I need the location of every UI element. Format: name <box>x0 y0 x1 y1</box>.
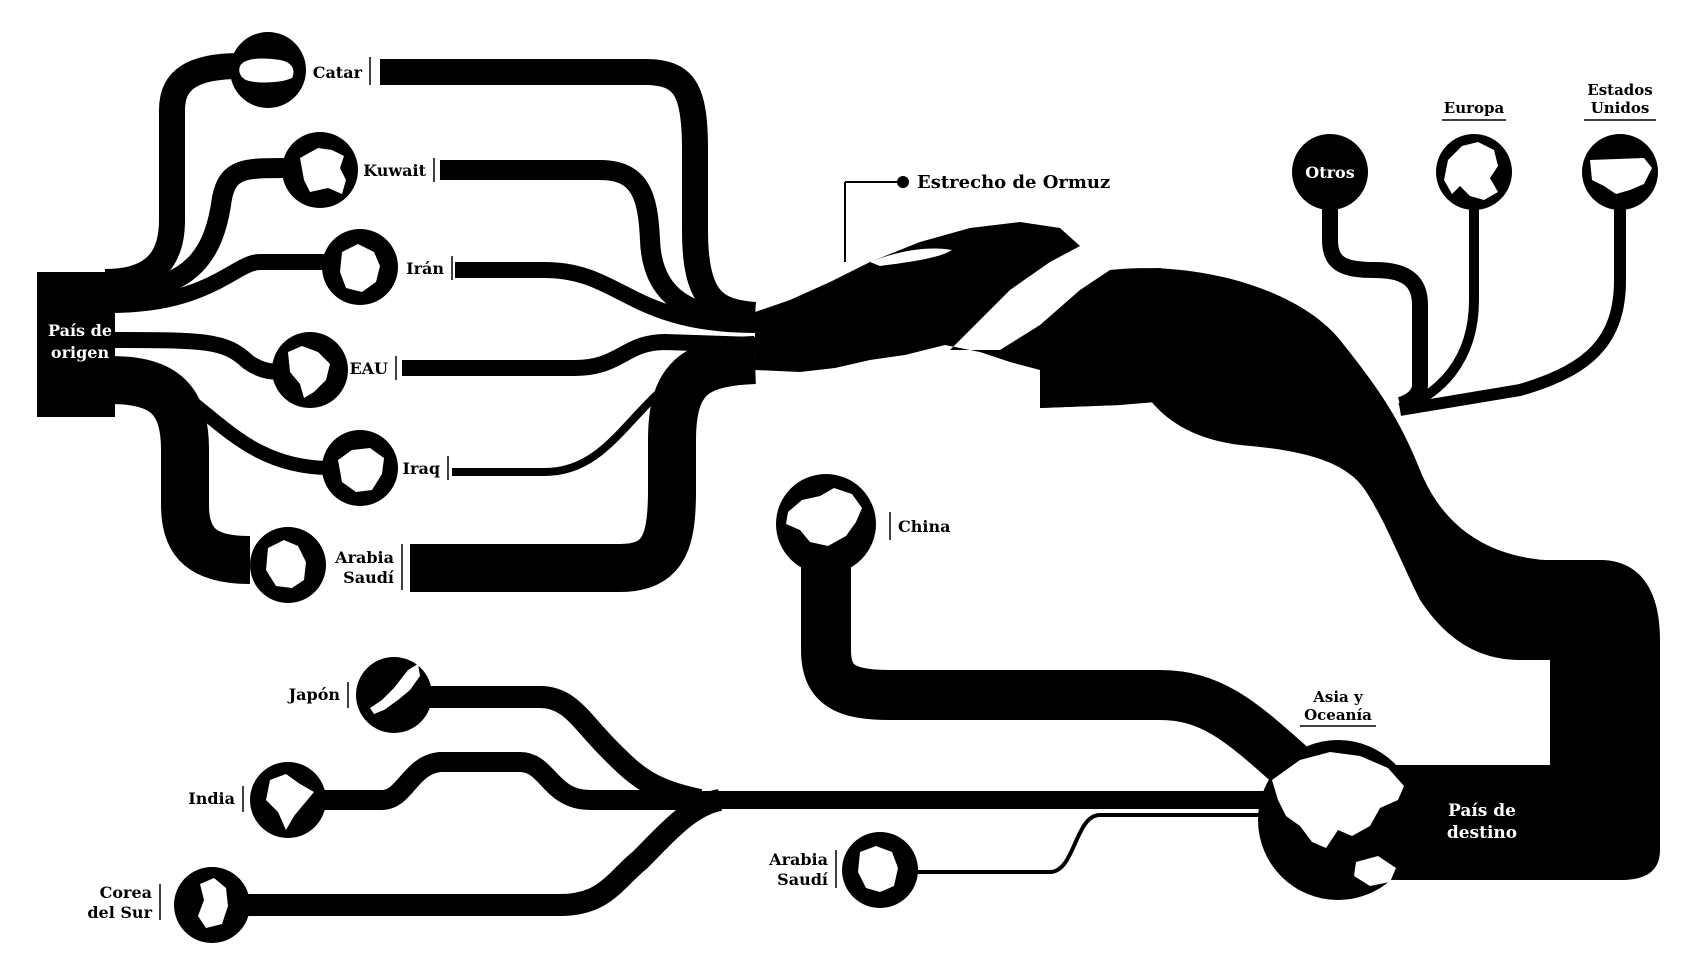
europa-label: Europa <box>1444 99 1505 117</box>
strait-water-notch <box>870 248 952 266</box>
country-silhouette-icon <box>858 846 898 892</box>
origin-label-line2: origen <box>51 343 110 362</box>
destination-asia-oceania[interactable]: Asia y Oceanía <box>1258 688 1418 900</box>
flow-eeuu <box>1399 205 1626 416</box>
asia-label-line1: Asia y <box>1312 688 1364 706</box>
flow-arabia-out <box>109 356 251 584</box>
flow-eau-out <box>109 332 291 380</box>
destination-europa[interactable]: Europa <box>1436 99 1512 210</box>
strait-to-destination-band <box>1040 268 1660 880</box>
flow-iran-in <box>455 262 756 333</box>
eau-label: EAU <box>349 359 388 378</box>
flow-corea <box>240 789 723 916</box>
iran-label: Irán <box>406 259 444 278</box>
country-silhouette-icon <box>266 540 306 588</box>
destination-india[interactable]: India <box>188 762 326 838</box>
globe-icon-islands <box>1354 856 1396 886</box>
eeuu-label-line2: Unidos <box>1591 99 1650 117</box>
flow-kuwait-out <box>109 158 286 302</box>
flow-kuwait-in <box>440 160 756 330</box>
origin-label-line1: País de <box>48 321 112 340</box>
corea-label-line2: del Sur <box>87 903 152 922</box>
arabia-dest-label-line2: Saudí <box>777 870 828 889</box>
globe-icon <box>1272 752 1404 848</box>
flow-iran-out <box>109 254 330 313</box>
country-silhouette-icon <box>300 148 346 194</box>
destination-label-line1: País de <box>1448 801 1516 821</box>
strait-label: Estrecho de Ormuz <box>917 172 1110 193</box>
destination-arabia[interactable]: Arabia Saudí <box>768 832 918 908</box>
asia-flows <box>240 555 1307 916</box>
eeuu-label-line1: Estados <box>1587 81 1652 99</box>
destination-label-line2: destino <box>1447 823 1517 843</box>
flow-arabia-in <box>410 336 757 592</box>
flow-catar-out <box>104 53 241 295</box>
country-silhouette-icon <box>239 58 294 83</box>
country-silhouette-icon <box>288 346 330 398</box>
arabia-label-line2: Saudí <box>343 568 394 587</box>
origin-node <box>37 272 115 417</box>
japon-label: Japón <box>287 685 341 704</box>
flow-india <box>310 752 700 810</box>
otros-circle <box>1292 134 1368 210</box>
exporter-catar[interactable]: Catar <box>230 32 371 108</box>
china-label: China <box>898 517 950 536</box>
country-silhouette-icon <box>1590 158 1652 194</box>
country-silhouette-icon <box>338 448 384 492</box>
exporter-iran[interactable]: Irán <box>322 229 453 305</box>
strait-of-hormuz-map: Estrecho de Ormuz <box>755 172 1660 880</box>
flow-china <box>801 555 1307 784</box>
destination-corea[interactable]: Corea del Sur <box>87 867 250 943</box>
iraq-label: Iraq <box>403 459 440 478</box>
asia-label-line2: Oceanía <box>1304 706 1372 724</box>
flow-arabia-dest <box>890 813 1300 874</box>
destination-china[interactable]: China <box>776 474 950 574</box>
arabia-dest-label-line1: Arabia <box>768 850 828 869</box>
kuwait-label: Kuwait <box>363 161 426 180</box>
exporter-kuwait[interactable]: Kuwait <box>282 132 435 208</box>
exporter-eau[interactable]: EAU <box>272 332 397 408</box>
otros-label: Otros <box>1305 163 1354 182</box>
country-silhouette-icon <box>266 774 314 830</box>
exporter-iraq[interactable]: Iraq <box>322 430 449 506</box>
country-silhouette-icon <box>786 488 862 546</box>
upper-destination-flows <box>1322 205 1626 416</box>
corea-label-line1: Corea <box>100 883 152 902</box>
globe-icon <box>1444 142 1498 200</box>
destination-otros[interactable]: Otros <box>1292 134 1368 210</box>
country-silhouette-icon <box>340 244 380 292</box>
catar-label: Catar <box>313 63 363 82</box>
flow-eau-in <box>402 333 756 376</box>
arabia-label-line1: Arabia <box>334 548 394 567</box>
country-silhouette-icon <box>198 878 228 928</box>
destination-japon[interactable]: Japón <box>287 657 432 733</box>
exporter-arabia[interactable]: Arabia Saudí <box>250 527 403 603</box>
strait-marker <box>897 176 909 188</box>
destination-eeuu[interactable]: Estados Unidos <box>1582 81 1658 210</box>
flow-japon <box>420 686 703 811</box>
flow-europa <box>1398 205 1479 413</box>
country-silhouette-icon <box>370 664 420 714</box>
india-label: India <box>188 789 235 808</box>
origin-flows <box>104 53 757 592</box>
